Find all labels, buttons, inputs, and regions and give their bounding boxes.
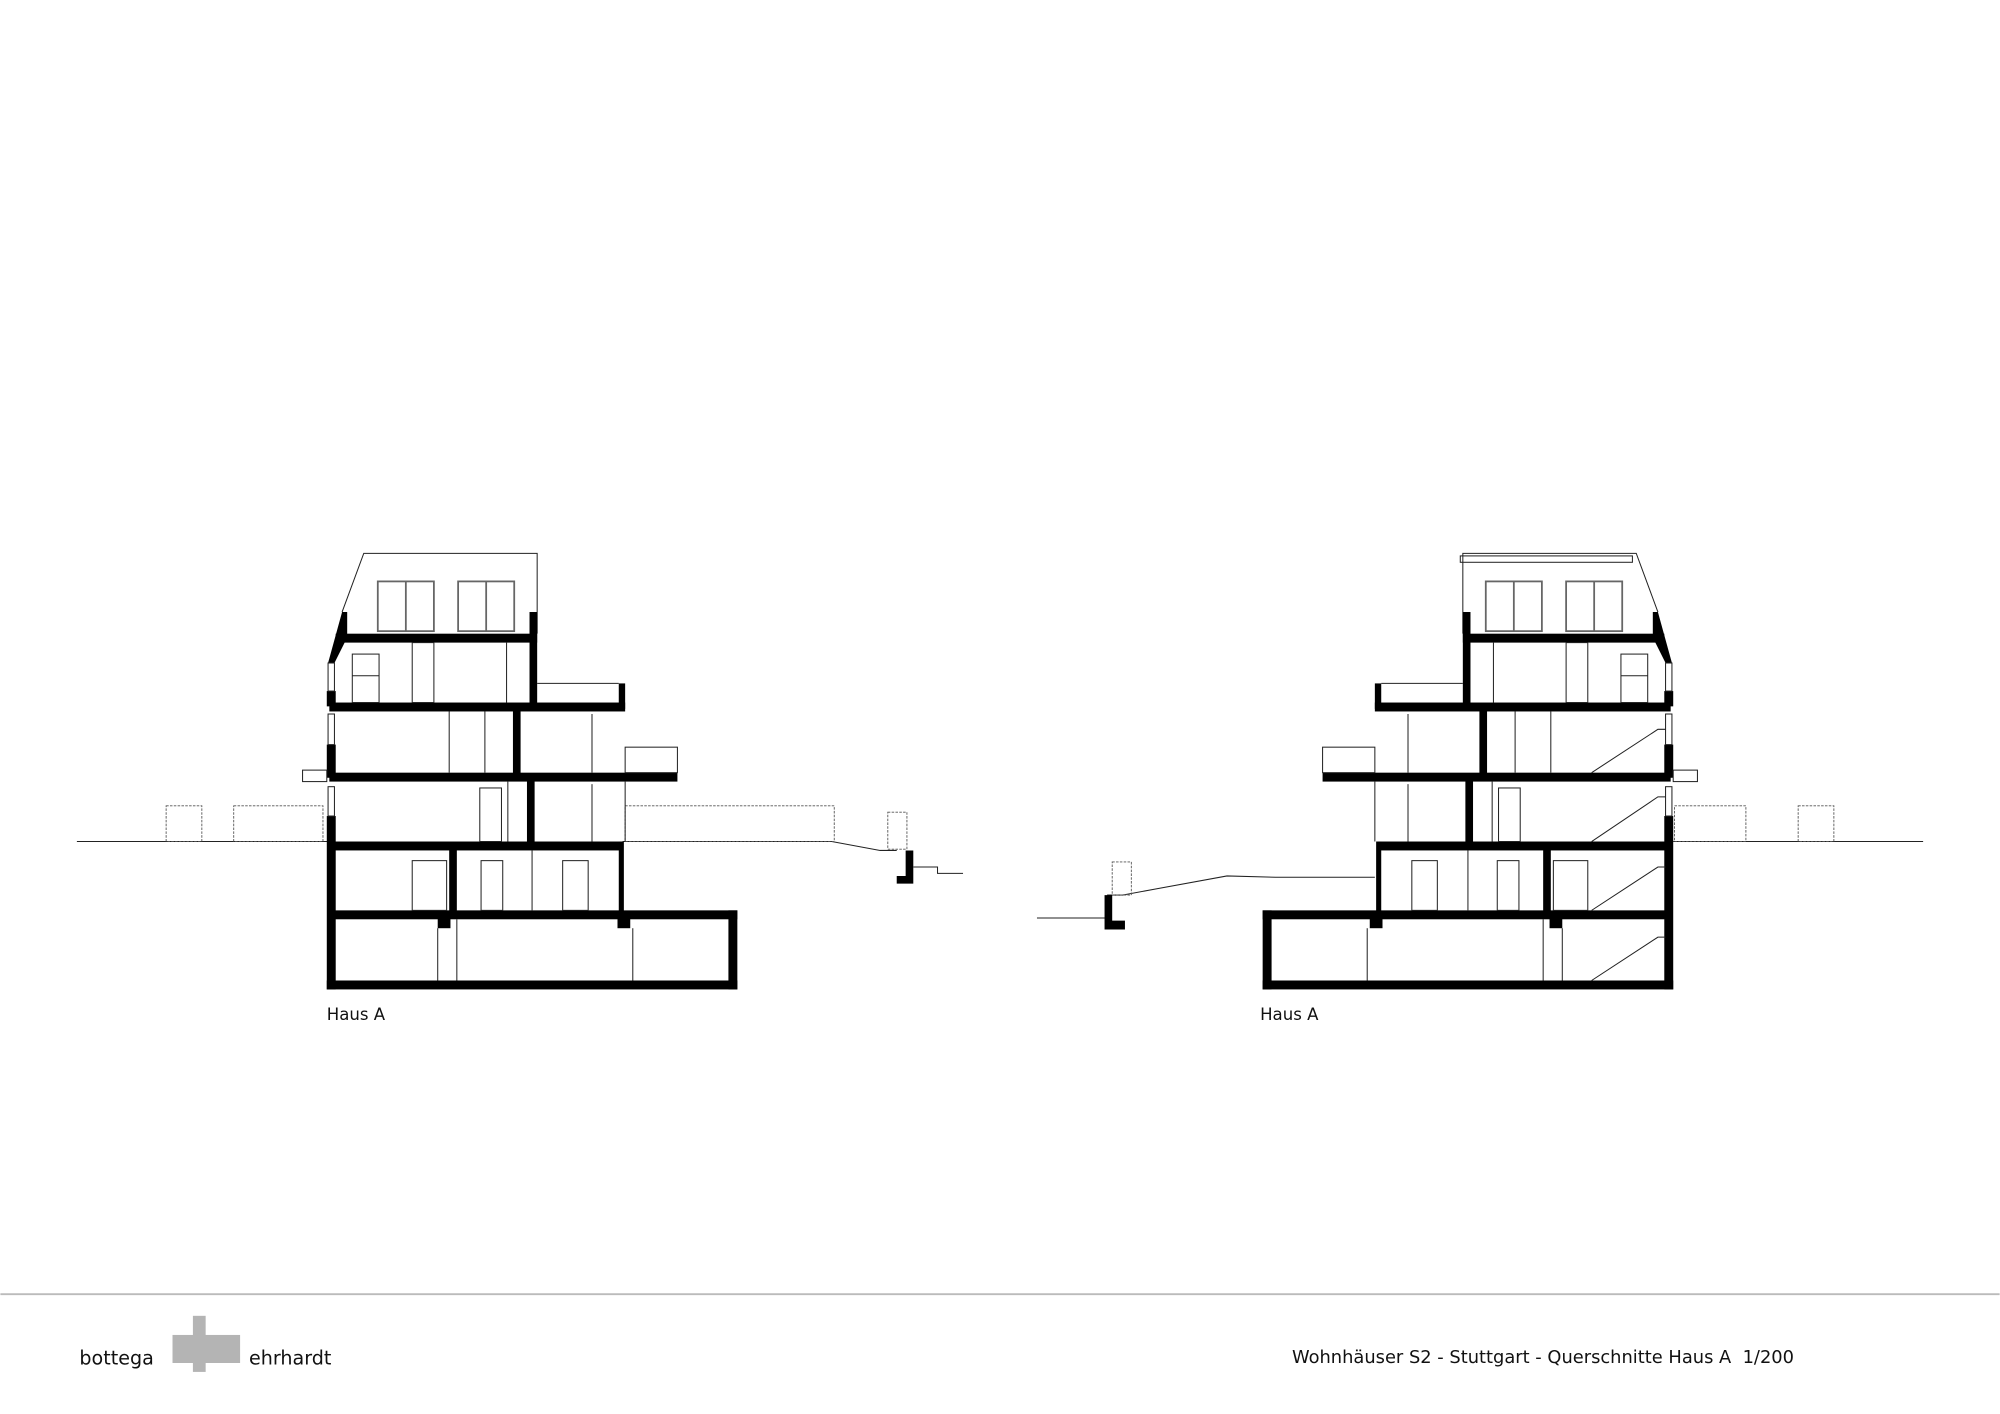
logo-text-left: bottega [79, 1346, 153, 1369]
section-label-right: Haus A [1260, 1005, 1319, 1024]
section-right: Haus A [1036, 552, 1924, 1024]
logo-text-right: ehrhardt [249, 1346, 332, 1369]
logo: bottega ehrhardt [79, 1315, 332, 1372]
section-label-left: Haus A [327, 1005, 386, 1024]
sheet-title: Wohnhäuser S2 - Stuttgart - Querschnitte… [1292, 1347, 1794, 1368]
section-left: Haus A [76, 552, 964, 1024]
